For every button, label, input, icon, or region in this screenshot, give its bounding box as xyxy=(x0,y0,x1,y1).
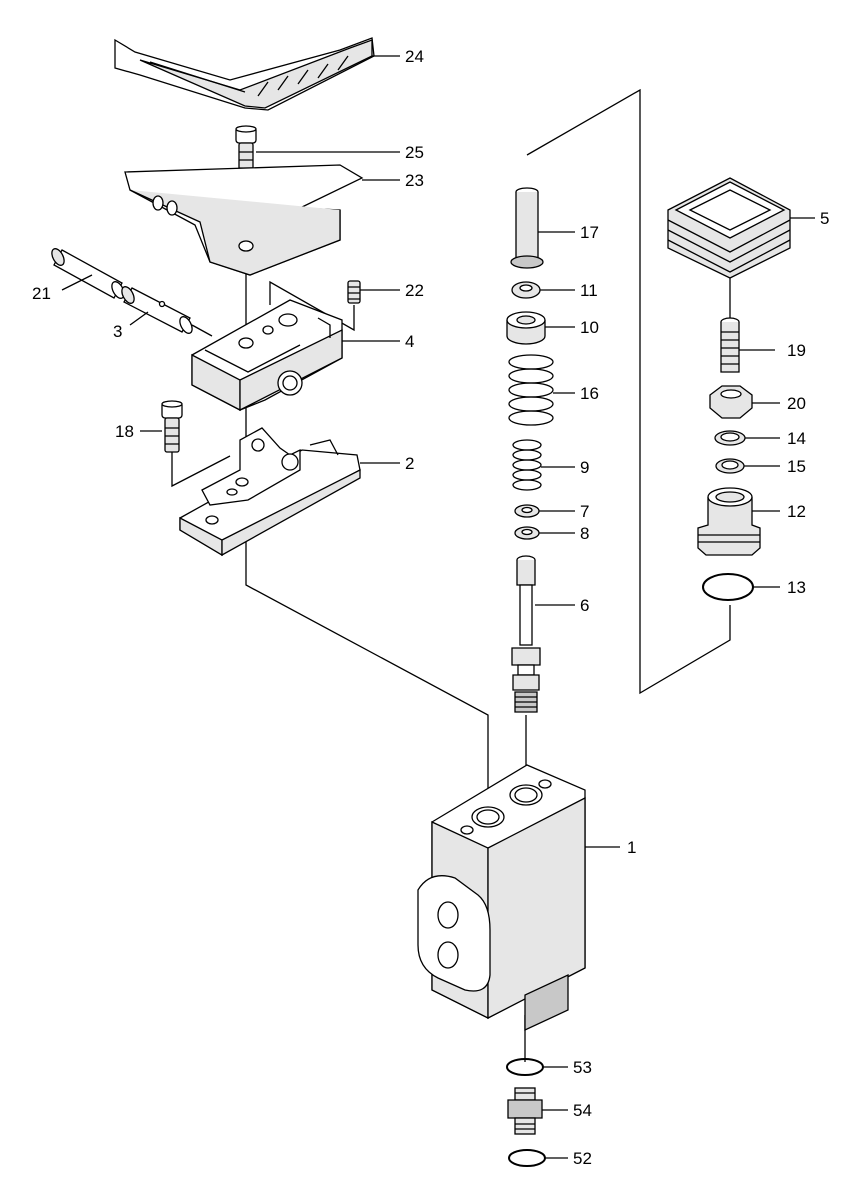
callout-14: 14 xyxy=(787,429,806,448)
o-ring-13 xyxy=(702,573,754,601)
callout-9: 9 xyxy=(580,458,589,477)
pedal-pad xyxy=(114,37,375,111)
pin-3 xyxy=(121,286,193,334)
callout-3: 3 xyxy=(113,322,122,341)
connector-bolt18-to-bracket xyxy=(171,452,231,488)
callout-18: 18 xyxy=(115,422,134,441)
set-screw-22 xyxy=(347,280,361,304)
pivot-block-4 xyxy=(191,299,343,412)
callout-20: 20 xyxy=(787,394,806,413)
connector-pin22-to-block xyxy=(269,280,355,332)
plug-12 xyxy=(697,487,761,556)
callout-22: 22 xyxy=(405,281,424,300)
callout-15: 15 xyxy=(787,457,806,476)
callout-25: 25 xyxy=(405,143,424,162)
washer-7 xyxy=(514,504,540,518)
callout-5: 5 xyxy=(820,209,829,228)
callout-6: 6 xyxy=(580,596,589,615)
connector-bracket-to-body xyxy=(245,540,489,822)
callout-7: 7 xyxy=(580,502,589,521)
boot-5 xyxy=(667,177,791,279)
callout-17: 17 xyxy=(580,223,599,242)
callout-8: 8 xyxy=(580,524,589,543)
callout-54: 54 xyxy=(573,1101,592,1120)
callout-labels: 24 25 23 17 5 11 22 21 10 3 4 19 16 20 1… xyxy=(32,47,829,1168)
plunger-19 xyxy=(720,317,740,373)
connector-pin3-to-block xyxy=(191,324,213,337)
spring-16 xyxy=(508,354,554,426)
callout-10: 10 xyxy=(580,318,599,337)
callout-4: 4 xyxy=(405,332,414,351)
o-ring-52 xyxy=(508,1149,546,1167)
callout-21: 21 xyxy=(32,284,51,303)
callout-16: 16 xyxy=(580,384,599,403)
spool-6 xyxy=(511,555,541,713)
spring-9 xyxy=(512,439,542,491)
rod-17 xyxy=(510,187,544,269)
washer-8 xyxy=(514,526,540,540)
callout-53: 53 xyxy=(573,1058,592,1077)
callout-19: 19 xyxy=(787,341,806,360)
callout-13: 13 xyxy=(787,578,806,597)
callout-leaders xyxy=(61,55,815,1159)
ring-14 xyxy=(714,430,746,446)
bracket-2 xyxy=(179,427,361,557)
callout-52: 52 xyxy=(573,1149,592,1168)
callout-2: 2 xyxy=(405,454,414,473)
ring-15 xyxy=(715,458,745,474)
pin-21 xyxy=(51,248,125,299)
callout-24: 24 xyxy=(405,47,424,66)
fitting-54 xyxy=(507,1087,543,1135)
callout-1: 1 xyxy=(627,838,636,857)
connector-rod-to-right-group xyxy=(526,88,731,695)
callout-23: 23 xyxy=(405,171,424,190)
nut-20 xyxy=(709,385,753,419)
callout-12: 12 xyxy=(787,502,806,521)
bolt-18 xyxy=(161,400,183,453)
pedal-23 xyxy=(124,164,364,276)
callout-11: 11 xyxy=(580,281,598,300)
collar-10 xyxy=(506,311,546,345)
valve-body-1 xyxy=(417,764,586,1032)
washer-11 xyxy=(511,281,541,299)
